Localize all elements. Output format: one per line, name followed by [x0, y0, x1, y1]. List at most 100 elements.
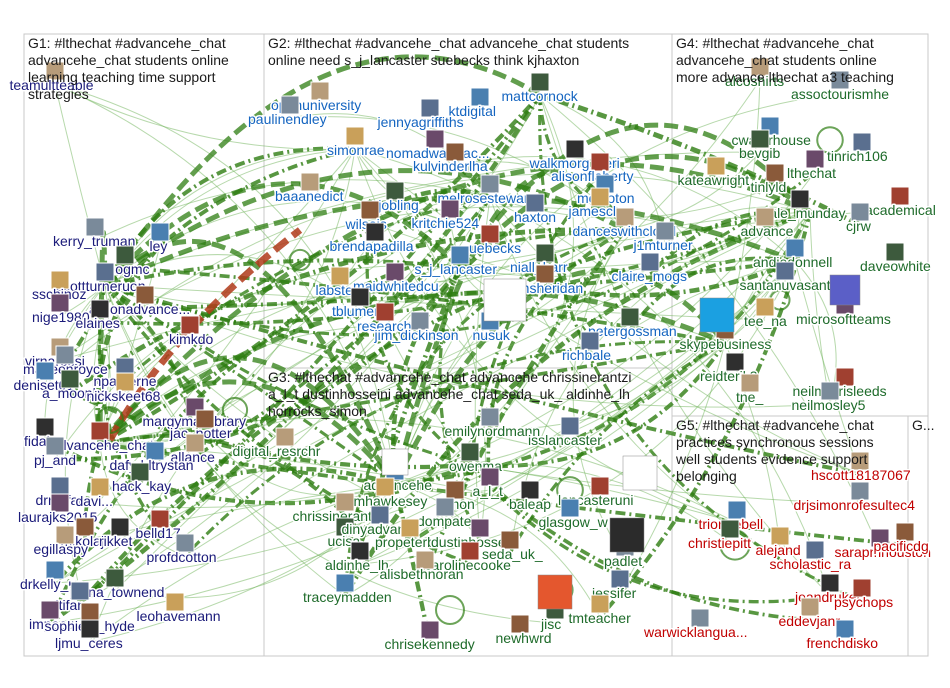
node-label: chrisekennedy	[385, 636, 475, 652]
node-label: pj_and	[34, 452, 76, 468]
group-title-g1: strategies	[28, 86, 89, 102]
node-label: propeterbl	[375, 534, 438, 550]
node-label: jim_dickinson	[374, 327, 459, 343]
group-title-g4: advancehe_chat students online	[676, 52, 877, 68]
node-label: digital_resrchr	[233, 443, 321, 459]
node-label: dompates	[417, 513, 478, 529]
group-title-g2: online need s_j_lancaster suebecks think…	[268, 52, 579, 68]
node-label: profdcotton	[147, 549, 217, 565]
node-label: christiepitt	[688, 535, 751, 551]
logo-node	[484, 279, 526, 321]
node-label: suebecks	[462, 240, 521, 256]
node-label: advance	[741, 223, 794, 239]
logo-node	[538, 575, 572, 609]
node-label: a_l_t	[473, 483, 503, 499]
node-label: advancehe	[364, 477, 433, 493]
node-label: emilynordmann	[445, 423, 541, 439]
node-label: hack_kay	[112, 478, 171, 494]
logo-node	[623, 456, 657, 490]
group-title-g1: advancehe_chat students online	[28, 52, 229, 68]
group-title-g4: G4: #lthechat #advancehe_chat	[676, 35, 874, 51]
logo-node	[830, 275, 860, 305]
group-title-g6: G...	[912, 417, 935, 433]
node-label: richbale	[562, 347, 611, 363]
group-title-g1: G1: #lthechat #advancehe_chat	[28, 35, 226, 51]
node-label: neilmosley5	[792, 397, 866, 413]
node-label: psychops	[834, 594, 893, 610]
node-label: tee_na	[744, 313, 787, 329]
node-label: petergossman	[588, 323, 677, 339]
node-label: eddevjanr	[779, 613, 841, 629]
group-title-g5: practices synchronous sessions	[676, 434, 874, 450]
group-title-g4: more advance lthechat a3 teaching	[676, 69, 894, 85]
node-label: cjrw	[846, 218, 872, 234]
node-label: traceymadden	[303, 589, 392, 605]
node-label: egillaspy	[34, 541, 88, 557]
node-label: lthechat	[787, 165, 836, 181]
group-title-g3: a_l_t dustinhosseini advancehe_chat seda…	[268, 386, 630, 402]
group-title-g1: learning teaching time support	[28, 69, 216, 85]
node-label: kritchie524	[412, 215, 480, 231]
node-label: skypebusiness	[680, 336, 772, 352]
node-label: mhawkesey	[354, 493, 428, 509]
node-ley[interactable]: ley	[150, 223, 170, 254]
node-label: davi...	[76, 493, 113, 509]
node-label: kimkdo	[169, 331, 214, 347]
group-title-g5: belonging	[676, 468, 737, 484]
node-label: kulvinderlha	[413, 158, 488, 174]
node-label: tne_	[736, 389, 763, 405]
node-label: assoctourismhe	[791, 86, 889, 102]
node-label: advancehe_chat	[51, 437, 154, 453]
node-label: alejand	[756, 542, 801, 558]
node-label: glasgow_w	[539, 514, 609, 530]
node-label: academical	[865, 202, 936, 218]
logo-node	[382, 449, 408, 475]
node-label: claire_mogs	[612, 268, 687, 284]
node-label: padlet	[604, 553, 642, 569]
node-label: mattcornock	[502, 88, 579, 104]
node-label: frenchdisko	[807, 635, 879, 651]
logo-node	[700, 298, 734, 332]
node-label: alisonflaherty	[551, 168, 634, 184]
node-label: s_j_lancaster	[415, 261, 498, 277]
node-label: belld17	[136, 525, 181, 541]
node-label: pacificdg	[874, 538, 929, 554]
node-label: baaanedict	[275, 188, 344, 204]
node-label: alisbethnoran	[380, 566, 464, 582]
group-title-g5: well students evidence support	[675, 451, 868, 467]
node-label: baleap	[509, 496, 551, 512]
node-label: nusuk	[473, 327, 511, 343]
group-title-g3: G3: #lthechat #advancehe_chat advancehe …	[268, 369, 631, 385]
group-title-g5: G5: #lthechat #advancehe_chat	[676, 417, 874, 433]
node-label: haxton	[514, 209, 556, 225]
node-label: paulinendley	[248, 111, 327, 127]
node-label: microsoftteams	[796, 311, 891, 327]
node-label: rikket	[99, 533, 133, 549]
group-title-g3: horrocks_simon	[268, 403, 367, 419]
node-label: elaines	[76, 315, 120, 331]
node-label: j1mturner	[633, 237, 693, 253]
node-label: tinlyld	[751, 179, 787, 195]
node-label: hscott18187067	[811, 467, 911, 483]
group-title-g2: G2: #lthechat #advancehe_chat advancehe_…	[268, 35, 629, 51]
node-label: bevgib	[739, 145, 780, 161]
node-label: dafyddtrystan	[110, 457, 194, 473]
node-label: ljmu_ceres	[55, 635, 123, 651]
node-label: newhwrd	[496, 630, 552, 646]
node-label: tinrich106	[827, 148, 888, 164]
node-label: warwicklangua...	[643, 624, 748, 640]
node-label: brendapadilla	[330, 238, 414, 254]
node-label: drjsimonrofesultec4	[794, 497, 916, 513]
node-label: jennyagriffiths	[377, 114, 464, 130]
logo-node	[610, 518, 644, 552]
node-label: santanuvasant	[740, 277, 831, 293]
node-label: kateawright	[678, 172, 750, 188]
node-label: nickskeet68	[87, 388, 161, 404]
node-label: ley	[150, 238, 168, 254]
node-label: leohavemann	[137, 608, 221, 624]
node-label: simonrae	[327, 142, 385, 158]
node-label: daveowhite	[860, 258, 931, 274]
node-label: tmteacher	[569, 610, 632, 626]
node-label: isslancaster	[528, 432, 602, 448]
